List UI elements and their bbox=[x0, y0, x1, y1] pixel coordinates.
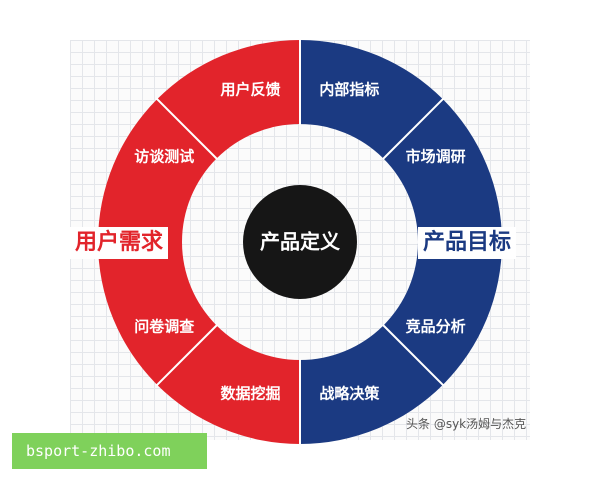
user-needs-title: 用户需求 bbox=[70, 227, 169, 259]
source-banner[interactable]: bsport-zhibo.com bbox=[12, 433, 207, 469]
goal-segment-label-3: 战略决策 bbox=[319, 385, 380, 403]
segment-divider-4 bbox=[155, 324, 218, 387]
ring-segments bbox=[98, 40, 502, 444]
goal-segment-label-0: 内部指标 bbox=[319, 80, 379, 98]
center-label: 产品定义 bbox=[260, 230, 340, 254]
segment-divider-2 bbox=[382, 324, 445, 387]
user-segment-label-2: 问卷调查 bbox=[134, 317, 195, 335]
watermark-text: 头条 @syk汤姆与杰克 bbox=[406, 417, 527, 431]
user-half bbox=[98, 40, 300, 444]
product-goals-title: 产品目标 bbox=[418, 227, 517, 259]
goal-segment-label-2: 竞品分析 bbox=[406, 317, 466, 335]
ring-dividers bbox=[155, 39, 445, 445]
segment-divider-5 bbox=[155, 97, 218, 160]
goal-segment-label-1: 市场调研 bbox=[406, 148, 466, 166]
user-segment-label-3: 数据挖掘 bbox=[221, 385, 281, 403]
segment-divider-1 bbox=[382, 97, 445, 160]
goal-half bbox=[300, 40, 502, 444]
center-circle bbox=[243, 185, 357, 299]
user-segment-label-1: 访谈测试 bbox=[134, 148, 194, 166]
user-segment-label-0: 用户反馈 bbox=[221, 80, 281, 98]
